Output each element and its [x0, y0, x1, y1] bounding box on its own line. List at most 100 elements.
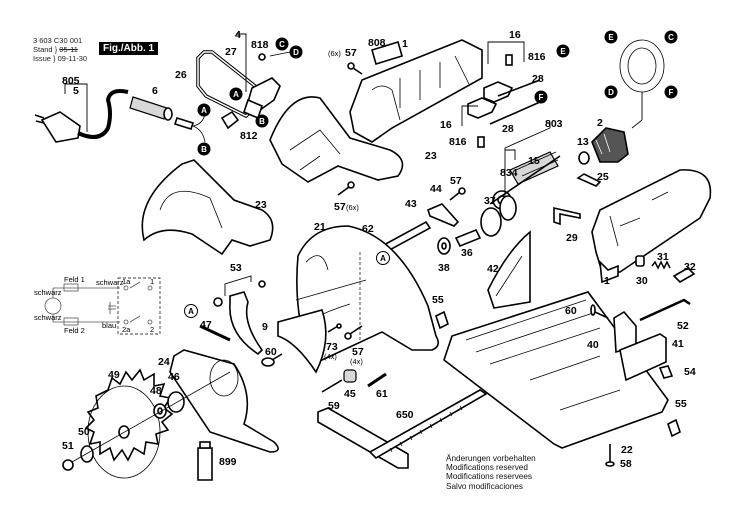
note-en: Modifications reserved: [446, 463, 528, 473]
screw-57-top: [347, 62, 363, 75]
part-label-13: 13: [577, 136, 589, 148]
part-label-22: 22: [621, 444, 633, 456]
part-label-803: 803: [545, 118, 563, 130]
svg-text:C: C: [279, 40, 285, 49]
screw-57-44: [449, 187, 466, 201]
saw-blade-49: [84, 368, 174, 479]
axis-line: [71, 371, 231, 463]
armature: [489, 151, 561, 210]
grease-tube-899: [197, 441, 213, 481]
nut-45: [343, 369, 357, 383]
part-label-41: 41: [672, 338, 684, 350]
part-label-54: 54: [684, 366, 696, 378]
wiring-terminal-2: 2: [150, 325, 154, 334]
svg-text:E: E: [560, 47, 566, 56]
part-label-38: 38: [438, 262, 450, 274]
svg-text:D: D: [608, 88, 614, 97]
doc-number: 3 603 C30 001: [33, 36, 83, 45]
part-label-60-left: 60: [265, 346, 277, 358]
svg-text:A: A: [233, 90, 239, 99]
base-plate-22: [443, 291, 669, 449]
shaft-36: [454, 228, 482, 248]
part-label-4: 4: [235, 29, 241, 41]
part-label-27: 27: [225, 46, 237, 58]
leader-5: [64, 83, 88, 132]
qty-6x-mid: (6x): [346, 203, 359, 212]
part-label-808: 808: [368, 37, 386, 49]
wiring-terminal-1a: 1a: [122, 277, 131, 286]
part-label-23-right: 23: [425, 150, 437, 162]
wiring-label-feld2: Feld 2: [64, 326, 85, 335]
qty-4x-73: (4x): [324, 352, 337, 361]
bearing-13: [578, 151, 590, 165]
flange-50: [80, 445, 94, 463]
modification-notes: Änderungen vorbehalten Modifications res…: [446, 454, 536, 491]
flange-48: [153, 403, 167, 419]
part-label-45: 45: [344, 388, 356, 400]
bracket-25: [576, 173, 602, 187]
leader-53: [224, 275, 252, 296]
part-label-73: 73: [326, 341, 338, 353]
part-label-47: 47: [200, 319, 212, 331]
screw-57-4x: [344, 325, 363, 340]
qty-6x-top: (6x): [328, 49, 341, 58]
motor-housing-top: [349, 39, 483, 143]
terminal-diagram: [619, 39, 665, 129]
part-label-46: 46: [168, 371, 180, 383]
parallel-guide-650: [317, 389, 488, 469]
svg-text:B: B: [259, 117, 265, 126]
ring-834: [499, 195, 517, 221]
marker-a-switch: A: [229, 87, 243, 101]
part-label-2: 2: [597, 117, 603, 129]
svg-text:A: A: [188, 307, 194, 316]
part-label-57-mid: 57: [334, 201, 346, 213]
cable-loop: [196, 50, 269, 119]
part-label-51: 51: [62, 440, 74, 452]
marker-c-switch: C: [275, 37, 289, 51]
issue-value: 09-11-30: [57, 54, 88, 63]
lower-guard-24: [169, 349, 279, 453]
stand-value: 05-11: [59, 45, 78, 54]
front-handle: [141, 159, 274, 256]
motor-housing-right: [591, 169, 712, 284]
part-label-60-right: 60: [565, 305, 577, 317]
part-label-55-right: 55: [675, 398, 687, 410]
marker-a-cord: A: [197, 103, 211, 117]
issue-row: Issue } 09-11-30: [33, 54, 88, 63]
part-label-28-top: 28: [532, 73, 544, 85]
screw-58: [605, 444, 615, 467]
leader-803: [504, 122, 551, 196]
part-label-52: 52: [677, 320, 689, 332]
svg-text:D: D: [293, 48, 299, 57]
bracket-40: [613, 310, 637, 354]
marker-d-terminal: D: [604, 85, 618, 99]
svg-text:C: C: [668, 33, 674, 42]
svg-text:F: F: [539, 93, 544, 102]
part-label-1-top: 1: [402, 38, 408, 50]
part-label-48: 48: [150, 385, 162, 397]
power-cord-plug: [34, 89, 206, 143]
part-label-9: 9: [262, 321, 268, 333]
screw-73: [327, 323, 342, 333]
part-label-816-mid: 816: [449, 136, 467, 148]
part-label-36: 36: [461, 247, 473, 259]
spring-47: [199, 324, 231, 342]
marker-b-cord: B: [197, 142, 211, 156]
svg-text:B: B: [201, 145, 207, 154]
leader-15: [505, 149, 516, 160]
part-label-37: 37: [484, 195, 496, 207]
part-label-24: 24: [158, 356, 170, 368]
part-label-1-motor: 1: [604, 275, 610, 287]
svg-text:F: F: [669, 88, 674, 97]
part-label-61: 61: [376, 388, 388, 400]
brush-32: [672, 267, 696, 283]
svg-text:A: A: [201, 106, 207, 115]
issue-label: Issue: [33, 54, 51, 63]
ring-46: [167, 391, 185, 413]
wiring-schematic: [44, 277, 161, 335]
wiring-label-blau: blau: [102, 321, 116, 330]
note-de: Änderungen vorbehalten: [446, 454, 536, 463]
part-label-57-single: 57: [450, 175, 462, 187]
qty-4x-57: (4x): [350, 357, 363, 366]
lever-44: [427, 203, 460, 227]
